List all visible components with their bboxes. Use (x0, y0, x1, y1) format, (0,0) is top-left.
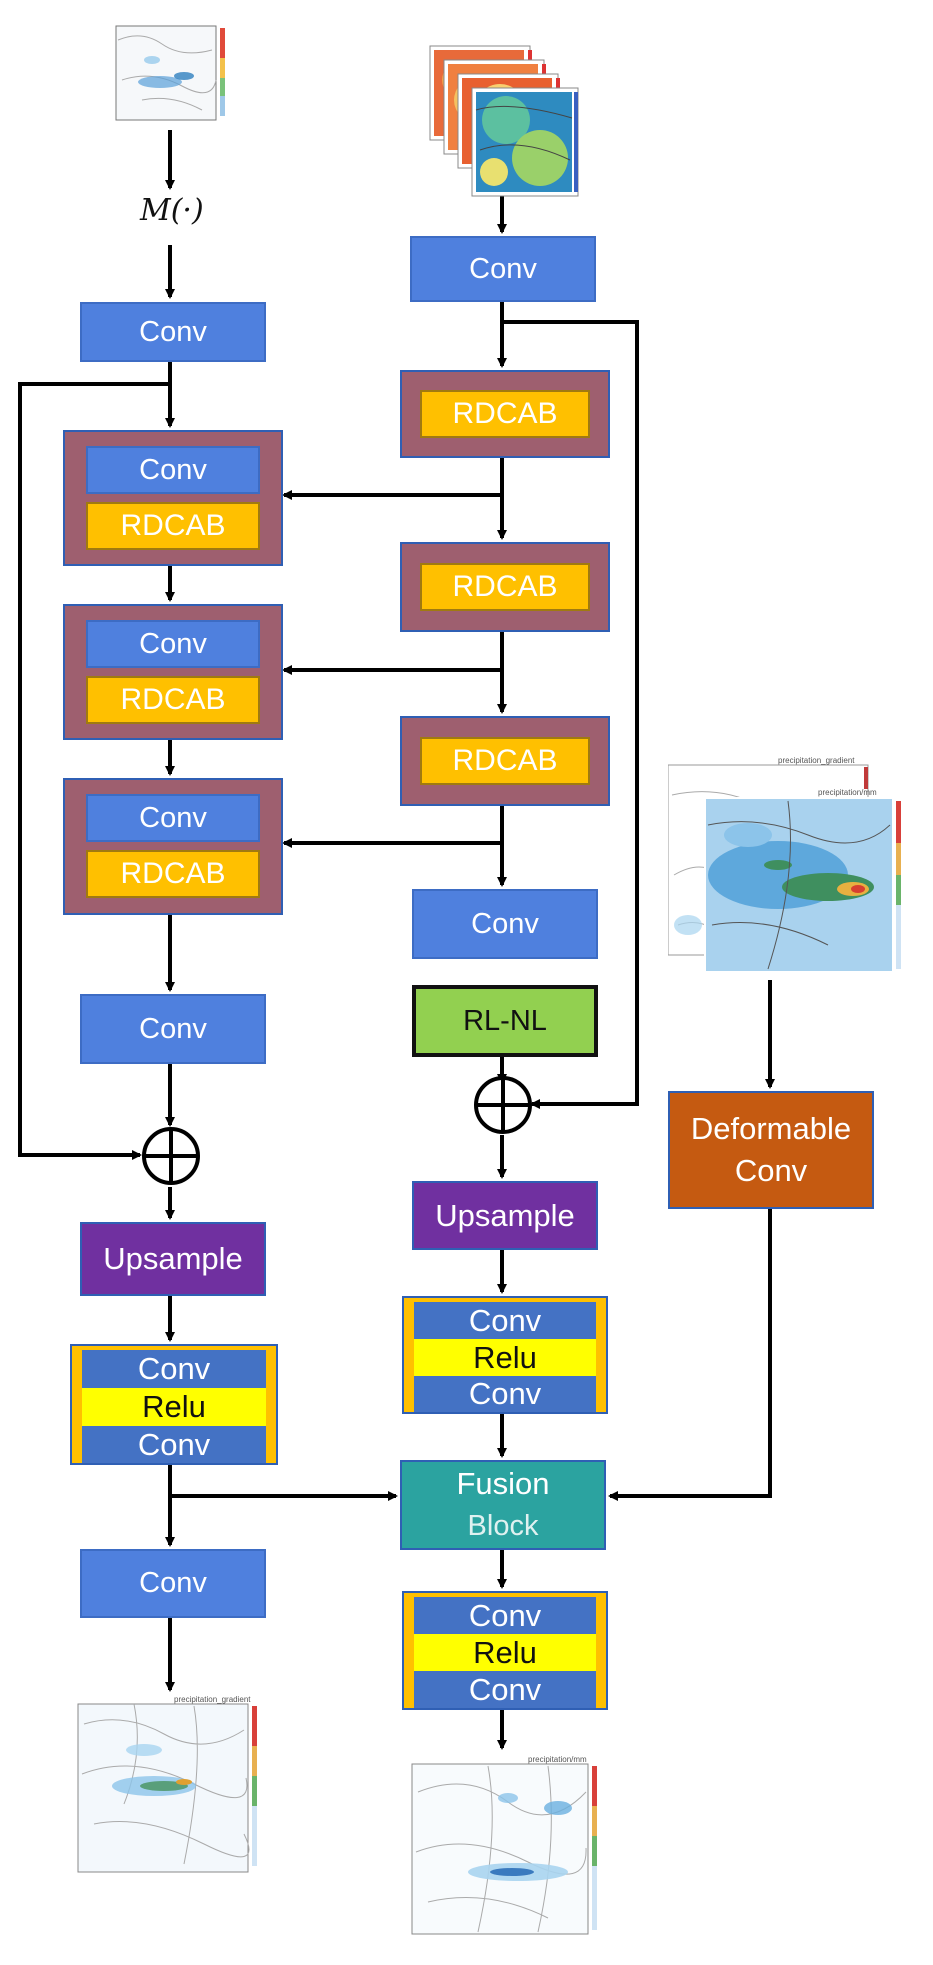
deformable-label-line2: Conv (734, 1153, 808, 1188)
add-operator-left (142, 1127, 200, 1185)
upsample-block: Upsample (80, 1222, 266, 1296)
upsample-label: Upsample (103, 1241, 243, 1276)
relu-layer: Relu (82, 1388, 266, 1426)
conv-relu-conv-block: Conv Relu Conv (402, 1296, 608, 1414)
skip-arrow-right (502, 320, 639, 1109)
rdcab-label: RDCAB (452, 744, 558, 777)
conv-rdcab-group-2: Conv RDCAB (63, 604, 283, 740)
rdcab-block: RDCAB (86, 676, 260, 724)
conv-block: Conv (80, 302, 266, 362)
conv-block: Conv (410, 236, 596, 302)
conv-relu-conv-block: Conv Relu Conv (70, 1344, 278, 1465)
rdcab-block: RDCAB (86, 850, 260, 898)
conv-label: Conv (139, 453, 207, 486)
output-precip-map: precipitation/mm (408, 1752, 616, 1938)
conv-label: Conv (139, 315, 207, 348)
rdcab-label: RDCAB (120, 857, 226, 890)
map-title: precipitation/mm (818, 788, 877, 797)
fusion-label-line1: Fusion (456, 1466, 550, 1501)
conv-rdcab-group-3: Conv RDCAB (63, 778, 283, 915)
conv-label: Conv (469, 252, 537, 285)
map-title: precipitation_gradient (778, 756, 855, 765)
conv-layer: Conv (82, 1426, 266, 1463)
conv-label: Conv (139, 1012, 207, 1045)
deformable-conv-block: Deformable Conv (668, 1091, 874, 1209)
stack-layer-4 (471, 87, 579, 197)
arrow (608, 1209, 772, 1501)
conv-layer: Conv (414, 1376, 596, 1412)
deformable-label-line1: Deformable (690, 1111, 852, 1146)
conv-layer: Conv (414, 1302, 596, 1339)
rdcab-group-3: RDCAB (400, 716, 610, 806)
side-input-maps: precipitation_gradient precipitation/mm (668, 756, 901, 975)
rdcab-label: RDCAB (120, 683, 226, 716)
conv-block: Conv (80, 994, 266, 1064)
relu-layer: Relu (414, 1634, 596, 1671)
input-precip-map (112, 20, 234, 126)
add-operator-right (474, 1076, 532, 1134)
map-title: precipitation/mm (528, 1755, 587, 1764)
rdcab-label: RDCAB (120, 509, 226, 542)
rdcab-block: RDCAB (420, 563, 590, 611)
upsample-label: Upsample (435, 1197, 575, 1233)
conv-layer: Conv (414, 1597, 596, 1634)
conv-label: Conv (471, 907, 539, 940)
output-gradient-map: precipitation_gradient (74, 1694, 270, 1876)
upsample-block: Upsample (412, 1181, 598, 1250)
conv-block: Conv (86, 446, 260, 494)
rdcab-label: RDCAB (452, 397, 558, 430)
conv-block: Conv (86, 794, 260, 842)
conv-label: Conv (139, 801, 207, 834)
conv-block: Conv (80, 1549, 266, 1618)
rdcab-block: RDCAB (86, 502, 260, 550)
rdcab-block: RDCAB (420, 737, 590, 785)
relu-layer: Relu (414, 1339, 596, 1376)
conv-block: Conv (86, 620, 260, 668)
conv-relu-conv-block: Conv Relu Conv (402, 1591, 608, 1710)
rdcab-label: RDCAB (452, 570, 558, 603)
rdcab-group-2: RDCAB (400, 542, 610, 632)
conv-rdcab-group-1: Conv RDCAB (63, 430, 283, 566)
fusion-label-line2: Block (467, 1510, 539, 1542)
rdcab-group-1: RDCAB (400, 370, 610, 458)
rl-nl-label: RL-NL (463, 1004, 547, 1037)
rdcab-block: RDCAB (420, 390, 590, 438)
rl-nl-block: RL-NL (412, 985, 598, 1057)
m-operator: M(·) (140, 193, 204, 228)
fusion-block: Fusion Block (400, 1460, 606, 1550)
conv-layer: Conv (82, 1350, 266, 1388)
conv-label: Conv (139, 1567, 207, 1599)
skip-arrow-left (18, 382, 170, 1160)
conv-layer: Conv (414, 1671, 596, 1708)
map-title: precipitation_gradient (174, 1695, 251, 1704)
conv-block: Conv (412, 889, 598, 959)
input-feature-stack (429, 45, 579, 197)
conv-label: Conv (139, 627, 207, 660)
